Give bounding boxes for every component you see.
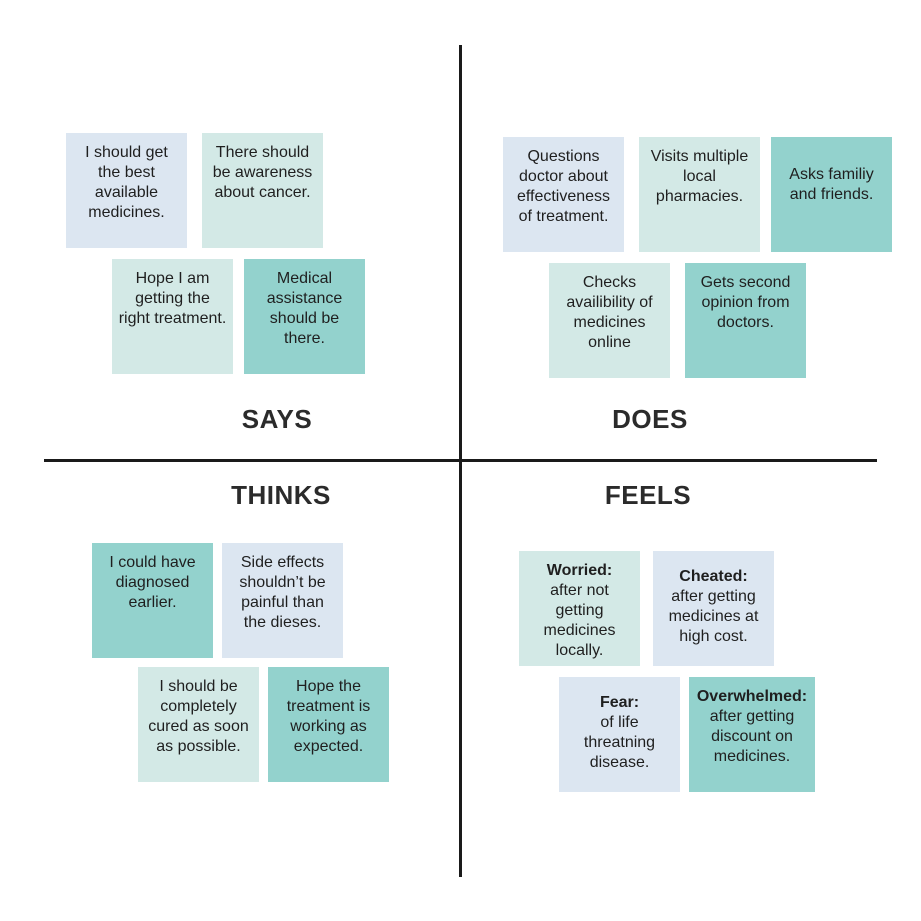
- says-note-4-text: Medical assistance should be there.: [266, 270, 343, 347]
- does-note-1: Questions doctor about effectiveness of …: [503, 137, 624, 252]
- does-note-3-text: Asks familiy and friends.: [789, 166, 874, 203]
- thinks-note-4-text: Hope the treatment is working as expecte…: [286, 678, 371, 755]
- feels-note-4-head: Overwhelmed:: [696, 688, 808, 705]
- thinks-note-2-text: Side effects shouldn’t be painful than t…: [239, 554, 326, 631]
- feels-note-4-text: after getting discount on medicines.: [709, 708, 795, 765]
- says-note-1-text: I should get the best available medicine…: [85, 144, 168, 221]
- does-label: DOES: [612, 404, 688, 434]
- feels-note-2: Cheated: after getting medicines at high…: [653, 551, 774, 666]
- says-note-4: Medical assistance should be there.: [244, 259, 365, 374]
- says-note-2: There should be awareness about cancer.: [202, 133, 323, 248]
- says-label: SAYS: [241, 404, 313, 434]
- feels-note-3-text: of life threatning disease.: [583, 714, 656, 771]
- says-note-1: I should get the best available medicine…: [66, 133, 187, 248]
- feels-note-3-head: Fear:: [599, 694, 640, 711]
- thinks-note-3-text: I should be completely cured as soon as …: [148, 678, 249, 755]
- says-note-3-text: Hope I am getting the right treatment.: [118, 270, 227, 327]
- does-note-2: Visits multiple local pharmacies.: [639, 137, 760, 252]
- does-note-5: Gets second opinion from doctors.: [685, 263, 806, 378]
- thinks-label: THINKS: [231, 480, 331, 510]
- feels-note-2-head: Cheated:: [679, 568, 748, 585]
- feels-note-2-text: after getting medicines at high cost.: [668, 588, 759, 645]
- thinks-note-2: Side effects shouldn’t be painful than t…: [222, 543, 343, 658]
- feels-note-4: Overwhelmed: after getting discount on m…: [689, 677, 815, 792]
- does-note-5-text: Gets second opinion from doctors.: [700, 274, 791, 331]
- does-note-4-text: Checks availibility of medicines online: [566, 274, 653, 351]
- does-note-2-text: Visits multiple local pharmacies.: [650, 148, 749, 205]
- thinks-note-1: I could have diagnosed earlier.: [92, 543, 213, 658]
- feels-note-1: Worried: after not getting medicines loc…: [519, 551, 640, 666]
- feels-label: FEELS: [604, 480, 692, 510]
- feels-note-3: Fear: of life threatning disease.: [559, 677, 680, 792]
- does-note-4: Checks availibility of medicines online: [549, 263, 670, 378]
- says-note-2-text: There should be awareness about cancer.: [212, 144, 313, 201]
- does-note-1-text: Questions doctor about effectiveness of …: [516, 148, 611, 225]
- thinks-note-3: I should be completely cured as soon as …: [138, 667, 259, 782]
- feels-note-1-head: Worried:: [546, 562, 613, 579]
- thinks-note-4: Hope the treatment is working as expecte…: [268, 667, 389, 782]
- horizontal-axis-line: [44, 459, 877, 462]
- does-note-3: Asks familiy and friends.: [771, 137, 892, 252]
- feels-note-1-text: after not getting medicines locally.: [543, 582, 616, 659]
- says-note-3: Hope I am getting the right treatment.: [112, 259, 233, 374]
- thinks-note-1-text: I could have diagnosed earlier.: [109, 554, 196, 611]
